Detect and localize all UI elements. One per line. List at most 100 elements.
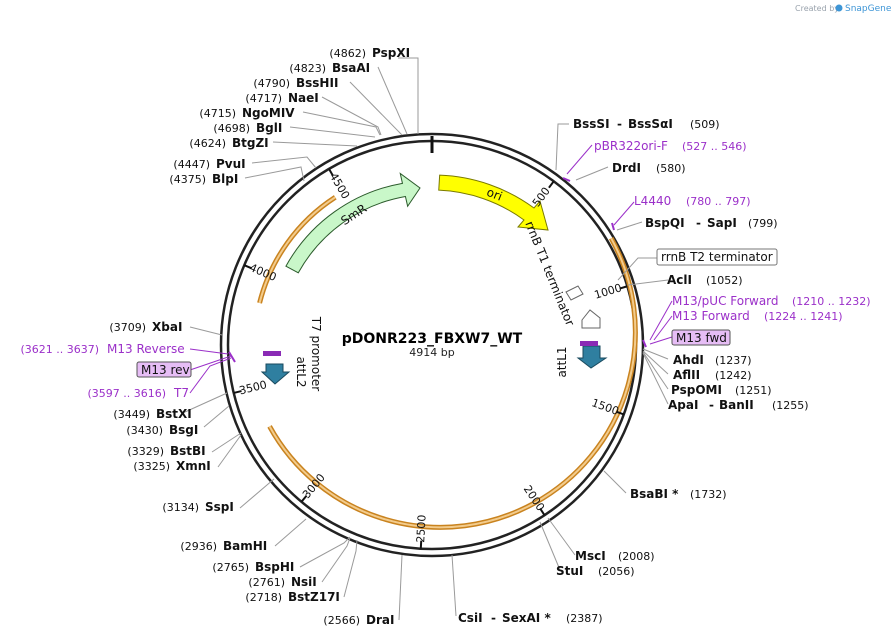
scale-tick-label: 2500 (414, 514, 429, 543)
site-naei[interactable]: (4717) NaeI (245, 91, 318, 105)
primer-name: pBR322ori-F (594, 139, 668, 153)
scale-tick-4500 (328, 168, 334, 177)
site-csii[interactable]: CsiI - SexAI * (2387) (458, 611, 603, 625)
site-pos: (2936) (180, 540, 217, 553)
primer-t7[interactable]: (3597 .. 3616) T7 (87, 386, 189, 400)
rrnb-t2-terminator-callout[interactable]: rrnB T2 terminator (656, 248, 778, 266)
site-pspomi[interactable]: PspOMI (1251) (671, 383, 772, 397)
site-pos: (509) (690, 118, 720, 131)
site-ahdi[interactable]: AhdI (1237) (673, 353, 752, 367)
site-name: XbaI (152, 320, 182, 334)
site-stui[interactable]: StuI (2056) (556, 564, 635, 578)
site-pos: (3134) (162, 501, 199, 514)
scale-tick-label: 4500 (327, 171, 352, 202)
site-name: BstZ17I (288, 590, 340, 604)
site-acli[interactable]: AclI (1052) (667, 273, 743, 287)
primer-pbr322ori-f[interactable]: pBR322ori-F (527 .. 546) (594, 139, 747, 153)
site-pos: (3430) (126, 424, 163, 437)
site-msci[interactable]: MscI (2008) (575, 549, 655, 563)
callout-label: rrnB T2 terminator (661, 250, 773, 264)
site-name: MscI (575, 549, 606, 563)
site-name: BsaAI (332, 61, 370, 75)
site-name: PspOMI (671, 383, 722, 397)
primer-m13-puc-forward[interactable]: M13/pUC Forward (1210 .. 1232) (672, 294, 871, 308)
site-dash: - (709, 398, 714, 412)
site-xbai[interactable]: (3709) XbaI (109, 320, 182, 334)
site-name: BssHII (296, 76, 338, 90)
site-drdi[interactable]: DrdI (580) (612, 161, 686, 175)
site-pos: (4375) (169, 173, 206, 186)
site-bamhi[interactable]: (2936) BamHI (180, 539, 267, 553)
site-xmni[interactable]: (3325) XmnI (133, 459, 210, 473)
site-name: BspHI (255, 560, 294, 574)
m13-puc-forward-mark (642, 339, 647, 348)
m13-fwd-mark (580, 341, 598, 346)
attl2-label: attL2 (294, 356, 308, 387)
site-aflii[interactable]: AflII (1242) (673, 368, 752, 382)
site-dash: - (491, 611, 496, 625)
site-pos: (2008) (618, 550, 655, 563)
smr-feature-arrow (285, 172, 421, 274)
site-bsssi[interactable]: BssSI - BssSαI (509) (573, 117, 720, 131)
snapgene-logo-icon (835, 4, 843, 12)
site-name: AclI (667, 273, 692, 287)
site-name: BstBI (170, 444, 206, 458)
site-name: BsgI (169, 423, 198, 437)
site-pos: (1251) (735, 384, 772, 397)
site-bstbi[interactable]: (3329) BstBI (127, 444, 205, 458)
site-bsgi[interactable]: (3430) BsgI (126, 423, 198, 437)
primer-range: (3621 .. 3637) (20, 343, 99, 356)
site-name-2: BanII (719, 398, 754, 412)
primer-m13-rev-box[interactable]: M13 rev (136, 361, 192, 378)
site-bsabi[interactable]: BsaBI * (1732) (630, 487, 727, 501)
site-pos: (4698) (213, 122, 250, 135)
site-ngomiv[interactable]: (4715) NgoMIV (199, 106, 295, 120)
site-pos: (4447) (173, 158, 210, 171)
site-drai[interactable]: (2566) DraI (323, 613, 394, 627)
site-bgli[interactable]: (4698) BglI (213, 121, 282, 135)
site-sspi[interactable]: (3134) SspI (162, 500, 233, 514)
site-bspqi[interactable]: BspQI - SapI (799) (645, 216, 778, 230)
site-pos: (4715) (199, 107, 236, 120)
primer-name: L4440 (634, 194, 671, 208)
site-bsphi[interactable]: (2765) BspHI (212, 560, 294, 574)
site-name: DraI (366, 613, 394, 627)
primer-m13-fwd-box[interactable]: M13 fwd (671, 329, 731, 346)
primer-range: (1210 .. 1232) (792, 295, 871, 308)
primer-m13-forward[interactable]: M13 Forward (1224 .. 1241) (672, 309, 843, 323)
attl2-arrow (260, 363, 291, 385)
site-name: NgoMIV (242, 106, 295, 120)
site-bstxi[interactable]: (3449) BstXI (113, 407, 191, 421)
site-btgzi[interactable]: (4624) BtgZI (189, 136, 268, 150)
site-name: DrdI (612, 161, 641, 175)
scale-tick-4000 (243, 264, 253, 270)
site-name-2: SexAI * (502, 611, 551, 625)
site-bsaai[interactable]: (4823) BsaAI (289, 61, 370, 75)
primer-name: M13 rev (141, 363, 190, 377)
site-pos: (2387) (566, 612, 603, 625)
site-apai[interactable]: ApaI - BanII (1255) (668, 398, 809, 412)
orf-band-left-inner (258, 196, 336, 304)
site-pspxi[interactable]: (4862) PspXI (329, 46, 410, 60)
primer-m13-reverse[interactable]: (3621 .. 3637) M13 Reverse (20, 342, 184, 356)
scale-tick-2000 (539, 507, 546, 516)
attl1-label: attL1 (555, 346, 569, 377)
site-bsshii[interactable]: (4790) BssHII (253, 76, 338, 90)
m13-rev-mark (228, 351, 236, 363)
scale-tick-1000 (619, 285, 628, 290)
primer-name: T7 (173, 386, 189, 400)
rrnb-t1-terminator-icon (565, 285, 584, 301)
site-pos: (1255) (772, 399, 809, 412)
site-bstz17i[interactable]: (2718) BstZ17I (245, 590, 339, 604)
primer-l4440[interactable]: L4440 (780 .. 797) (634, 194, 751, 208)
site-name: AhdI (673, 353, 704, 367)
site-name: BtgZI (232, 136, 269, 150)
site-nsii[interactable]: (2761) NsiI (248, 575, 316, 589)
site-blpi[interactable]: (4375) BlpI (169, 172, 238, 186)
t7-promoter-label: T7 promoter (309, 316, 323, 392)
site-pos: (2566) (323, 614, 360, 627)
site-pvui[interactable]: (4447) PvuI (173, 157, 245, 171)
site-name: BlpI (212, 172, 238, 186)
plasmid-title: pDONR223_FBXW7_WT (342, 331, 523, 347)
scale-tick-label: 500 (530, 185, 553, 210)
